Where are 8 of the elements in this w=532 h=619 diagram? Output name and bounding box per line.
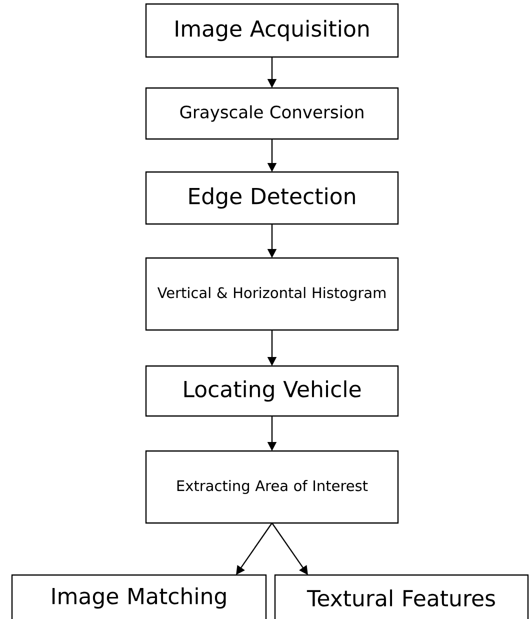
process-box: Textural Features xyxy=(274,574,529,619)
process-box: Locating Vehicle xyxy=(145,365,399,417)
process-box: Image Matching xyxy=(11,574,267,619)
process-box: Edge Detection xyxy=(145,171,399,225)
process-box: Vertical & Horizontal Histogram xyxy=(145,257,399,331)
process-box: Image Acquisition xyxy=(145,3,399,58)
process-box: Extracting Area of Interest xyxy=(145,450,399,524)
process-box: Grayscale Conversion xyxy=(145,87,399,140)
